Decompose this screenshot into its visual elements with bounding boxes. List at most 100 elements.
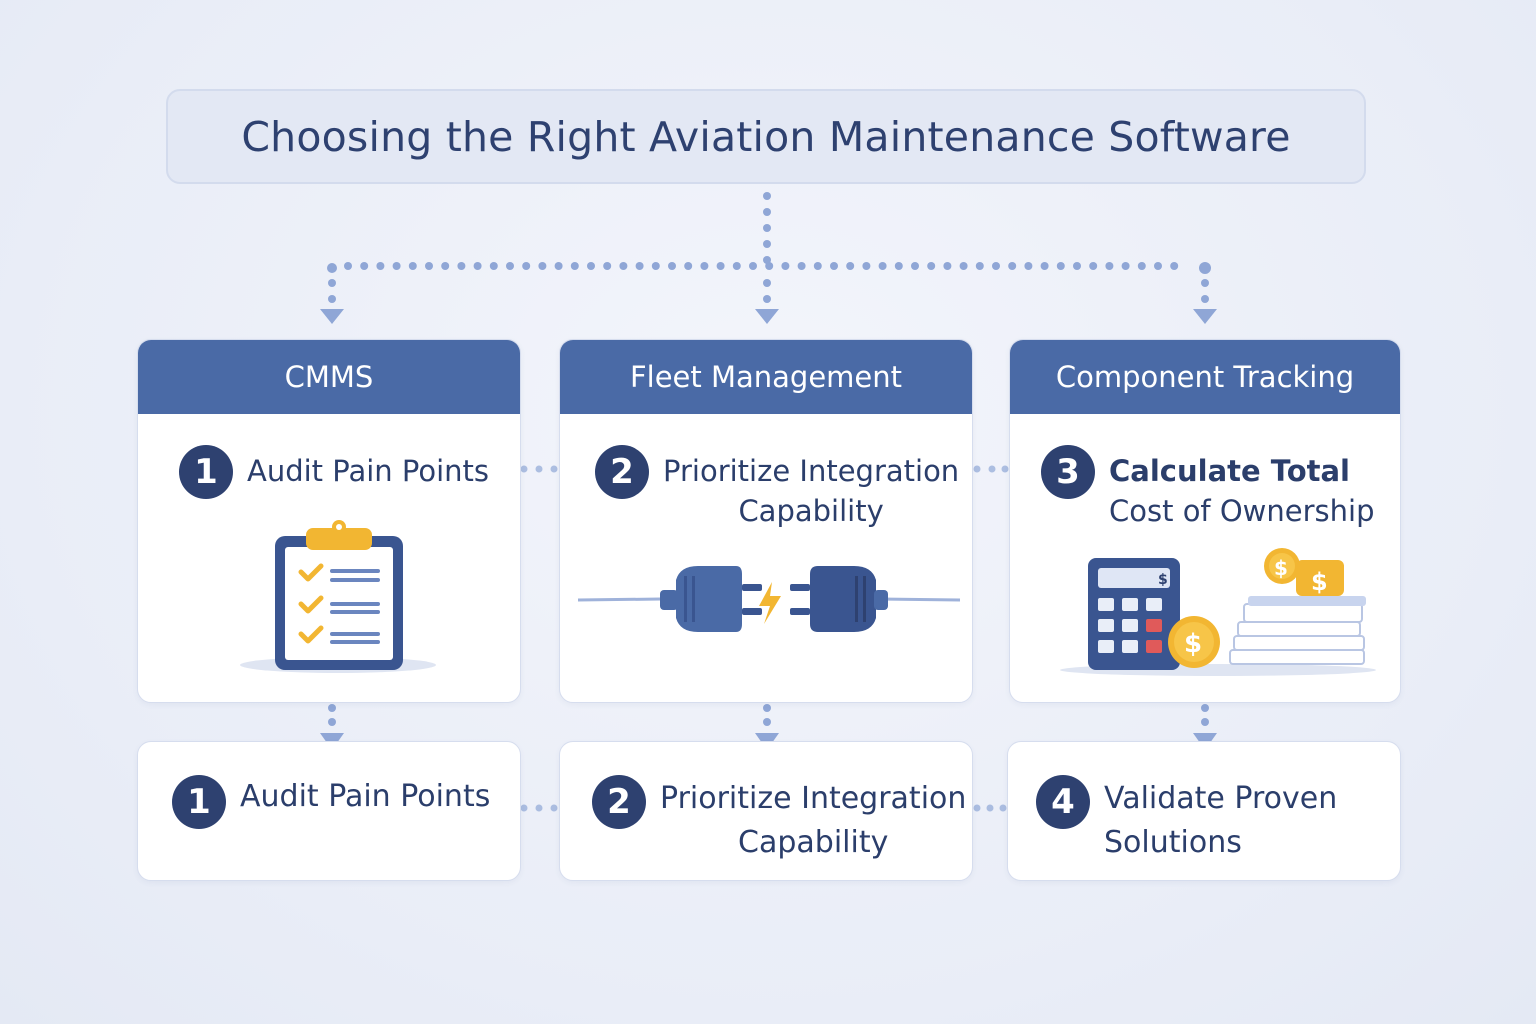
connector-dot: [1024, 262, 1033, 270]
step-number-badge: 2: [592, 775, 646, 829]
step-label: Calculate Total Cost of Ownership: [1109, 451, 1375, 531]
step-item: 4 Validate Proven Solutions: [1036, 775, 1337, 865]
leg-connectors: [327, 262, 1211, 303]
diagram-title: Choosing the Right Aviation Maintenance …: [241, 112, 1291, 161]
connector-dot: [797, 262, 806, 270]
connector-dot: [570, 262, 579, 270]
connector-dot: [1121, 262, 1130, 270]
step-label-line2: Capability: [738, 825, 889, 860]
step-label-line2: Capability: [738, 494, 884, 528]
connector-dot: [635, 262, 644, 270]
connector-dot: [376, 262, 385, 270]
connector-dot: [927, 262, 936, 270]
connector-dot: [1008, 262, 1017, 270]
connector-dot: [716, 262, 725, 270]
connector-dot: [668, 262, 676, 270]
step-label: Prioritize Integration Capability: [663, 451, 959, 531]
step-number-badge: 2: [595, 445, 649, 499]
connector-dot: [959, 262, 968, 270]
step-label-line1: Prioritize Integration: [663, 454, 960, 488]
connector-dot: [862, 262, 871, 270]
step-card-validate: 4 Validate Proven Solutions: [1007, 741, 1401, 881]
step-card-audit: 1 Audit Pain Points: [137, 741, 521, 881]
step-label-line1: Audit Pain Points: [247, 454, 489, 488]
connector-dot: [1040, 262, 1049, 270]
connector-dot: [506, 262, 514, 270]
step-label-line1: Validate Proven: [1104, 781, 1338, 816]
connector-dot: [1154, 262, 1162, 270]
clipboard-checklist-icon: [240, 520, 436, 673]
step-label-line1: Calculate Total: [1109, 454, 1350, 488]
svg-text:$: $: [1158, 572, 1168, 588]
step-item: 3 Calculate Total Cost of Ownership: [1041, 445, 1375, 531]
connector-dot: [732, 262, 741, 270]
step-item: 2 Prioritize Integration Capability: [592, 775, 966, 865]
card-header: Fleet Management: [560, 340, 972, 414]
connector-dot: [360, 262, 369, 270]
connector-dot: [408, 262, 417, 270]
title-box: Choosing the Right Aviation Maintenance …: [166, 89, 1366, 184]
connector-dot: [1056, 262, 1065, 270]
connector-dot: [830, 262, 838, 270]
connector-dot: [878, 262, 887, 270]
connector-dot: [846, 262, 855, 270]
connector-dot: [489, 262, 498, 270]
connector-dot: [894, 262, 903, 270]
arrowhead: [1193, 309, 1217, 324]
connector-dot: [603, 262, 612, 270]
step-number-badge: 1: [179, 445, 233, 499]
category-card-component-tracking: Component Tracking 3 Calculate Total Cos…: [1009, 339, 1401, 703]
connector-dot: [344, 262, 352, 270]
arrowhead: [320, 309, 344, 324]
connector-dot: [765, 262, 774, 270]
connector-dot: [587, 262, 595, 270]
step-label-line1: Audit Pain Points: [240, 779, 491, 814]
card-header: CMMS: [138, 340, 520, 414]
connector-dot: [1089, 262, 1098, 270]
step-label: Prioritize Integration Capability: [660, 777, 966, 865]
category-card-cmms: CMMS 1 Audit Pain Points: [137, 339, 521, 703]
calculator-money-icon: $ $ $ $: [1060, 548, 1376, 676]
category-card-fleet-management: Fleet Management 2 Prioritize Integratio…: [559, 339, 973, 703]
step-label: Validate Proven Solutions: [1104, 777, 1337, 865]
step-item: 1 Audit Pain Points: [179, 445, 489, 499]
svg-text:$: $: [1184, 629, 1202, 659]
horizontal-connector: [344, 262, 1179, 270]
connector-dot: [813, 262, 822, 270]
connector-dot: [700, 262, 709, 270]
step-label: Audit Pain Points: [240, 777, 490, 817]
step-number-badge: 4: [1036, 775, 1090, 829]
arrowhead: [755, 309, 779, 324]
connector-dot: [749, 262, 757, 270]
connector-dot: [975, 262, 984, 270]
connector-dot: [943, 262, 952, 270]
connector-dot: [651, 262, 660, 270]
title-down-connector: [763, 192, 771, 264]
svg-text:$: $: [1311, 568, 1328, 596]
step-label-line1: Prioritize Integration: [660, 781, 967, 816]
connector-dot: [619, 262, 628, 270]
step-item: 1 Audit Pain Points: [172, 775, 490, 829]
connector-dot: [1073, 262, 1081, 270]
connector-dot: [1105, 262, 1114, 270]
connector-dot: [538, 262, 547, 270]
step-item: 2 Prioritize Integration Capability: [595, 445, 959, 531]
connector-dot: [441, 262, 450, 270]
connector-dot: [554, 262, 563, 270]
connector-dot: [522, 262, 531, 270]
step-label: Audit Pain Points: [247, 451, 489, 491]
step-label-line2: Solutions: [1104, 825, 1242, 860]
connector-dot: [911, 262, 919, 270]
connector-dot: [781, 262, 790, 270]
connector-dot: [684, 262, 693, 270]
step-number-badge: 3: [1041, 445, 1095, 499]
connector-dot: [1137, 262, 1146, 270]
step-number-badge: 1: [172, 775, 226, 829]
connector-dot: [1170, 262, 1179, 270]
connector-dot: [457, 262, 466, 270]
connector-dot: [392, 262, 401, 270]
svg-text:$: $: [1274, 556, 1288, 580]
connector-dot: [473, 262, 482, 270]
connector-dot: [425, 262, 433, 270]
